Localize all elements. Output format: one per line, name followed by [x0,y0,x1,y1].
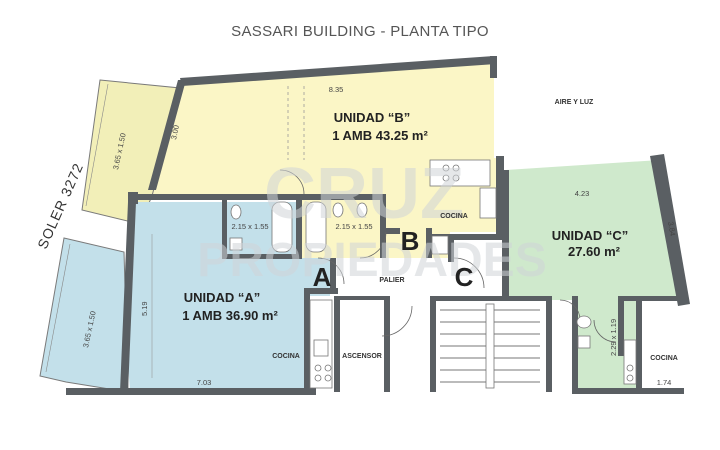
unit-a-name: UNIDAD “A” [184,290,261,305]
fixtures [229,159,637,389]
stairs [440,303,540,389]
dim-b-width: 8.35 [329,85,344,94]
balcony-a [39,237,129,393]
dim-bath-c: 2.29 x 1.19 [609,319,618,356]
unit-c-letter: C [455,262,474,292]
dim-c-small: 1.74 [657,378,672,387]
watermark-line1: CRUZ [264,154,464,234]
ascensor-label: ASCENSOR [342,353,382,360]
dim-bath-a: 2.15 x 1.55 [231,222,268,231]
dim-b-depth: 3.00 [169,124,181,140]
unit-a-area-label: 1 AMB 36.90 m² [182,308,278,323]
unit-b-area [148,58,502,258]
palier-label: PALIER [379,277,404,284]
kitchen-a-label: COCINA [272,353,300,360]
unit-b-letter: B [401,226,420,256]
dim-a-width: 7.03 [197,378,212,387]
unit-a-letter: A [313,262,332,292]
aire-luz-label: AIRE Y LUZ [555,99,594,106]
dim-bath-b: 2.15 x 1.55 [335,222,372,231]
watermark-line2: PROPIEDADES [197,234,546,287]
dim-c-depth: 3.84 [666,221,677,237]
plan-title: SASSARI BUILDING - PLANTA TIPO [231,23,489,40]
kitchen-b-label: COCINA [440,213,468,220]
unit-b-name: UNIDAD “B” [334,110,411,125]
doors [279,169,617,343]
dashed-lines [151,86,305,378]
street-label: SOLER 3272 [34,160,86,251]
unit-c-area-label: 27.60 m² [568,244,621,259]
dim-a-depth: 5.19 [140,301,149,316]
walls [66,56,690,395]
watermark: CRUZ PROPIEDADES [197,154,546,287]
unit-c-name: UNIDAD “C” [552,228,629,243]
dim-c-width: 4.23 [575,189,590,198]
kitchen-c-label: COCINA [650,355,678,362]
unit-b-area-label: 1 AMB 43.25 m² [332,128,428,143]
